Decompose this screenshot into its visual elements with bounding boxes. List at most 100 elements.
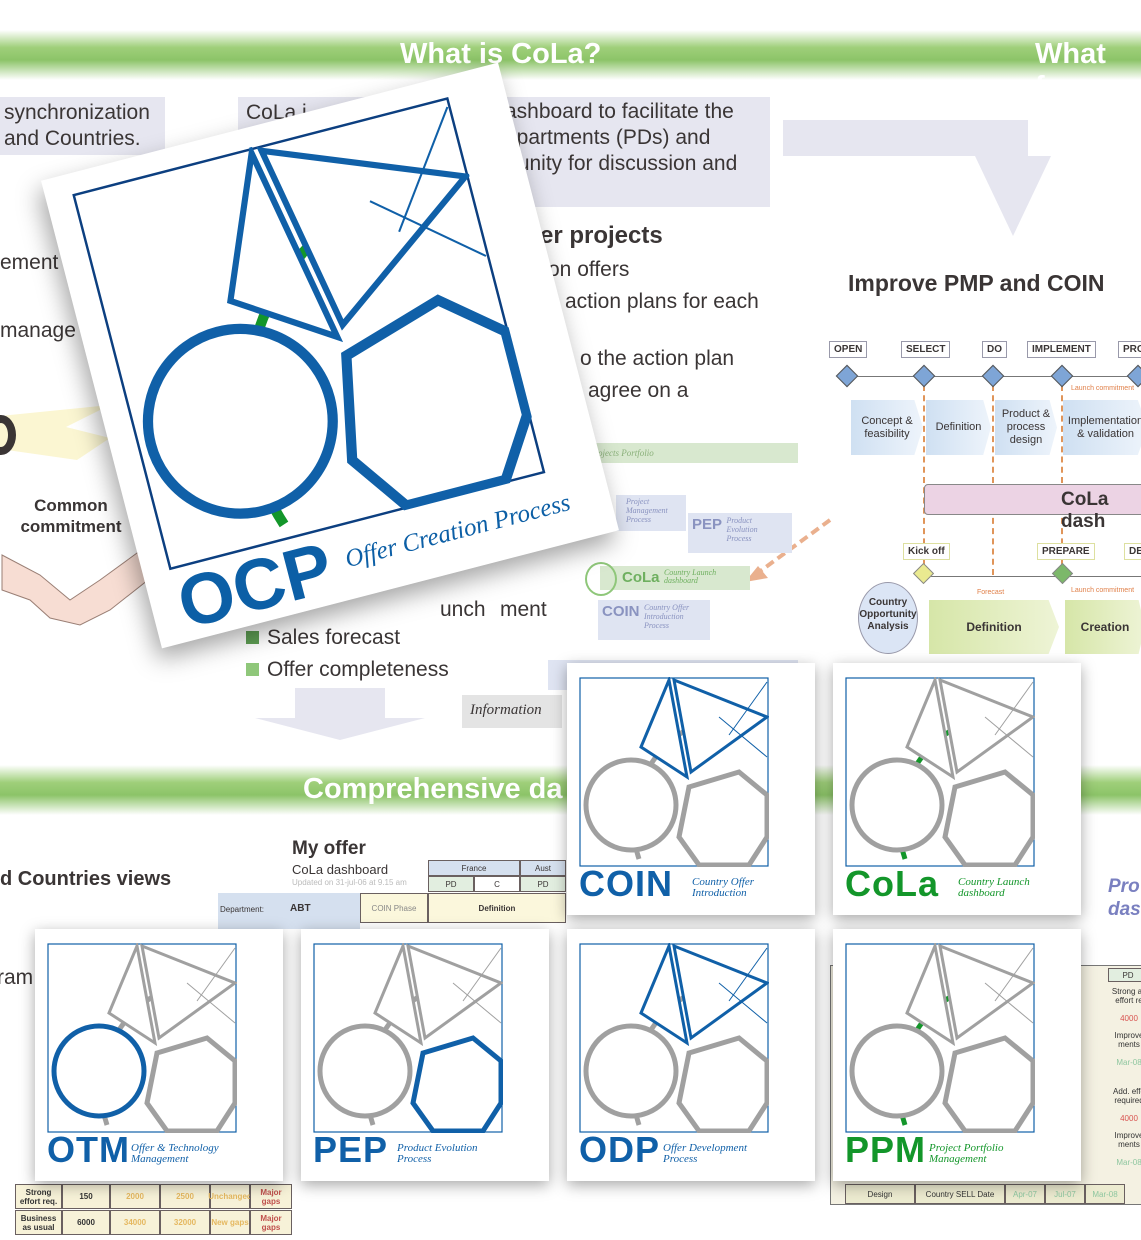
pep-logo: [313, 943, 503, 1133]
gate-diamond-icon: [912, 364, 936, 388]
projects-line: action plans for each: [565, 290, 759, 313]
dashboard-title: My offer: [292, 838, 366, 859]
cola-dashboard-bar: CoLa dash: [924, 484, 1141, 532]
projects-line: agree on a: [588, 379, 689, 402]
table-cell: 34000: [110, 1210, 160, 1235]
cola-title: CoLa: [845, 863, 939, 904]
table-cell: 4000: [1120, 1013, 1138, 1023]
table-cell: Improve ments: [1114, 1031, 1141, 1049]
table-cell: Mar-08: [1085, 1184, 1125, 1204]
table-cell: Add. effo required: [1113, 1087, 1141, 1105]
gate-diamond-icon: [1051, 562, 1074, 585]
col-header: PD: [428, 876, 474, 892]
coin-logo: [579, 677, 769, 867]
ocp-logo: [72, 96, 546, 571]
bullet-partial: unch: [440, 598, 486, 621]
improve-heading: Improve PMP and COIN: [848, 270, 1105, 296]
table-cell: Country SELL Date: [915, 1184, 1005, 1204]
otm-logo: [47, 943, 237, 1133]
otm-title: OTM: [47, 1129, 130, 1170]
fragment-text: ram: [0, 966, 34, 989]
dept-cell: Department:ABT: [218, 893, 360, 929]
ppm-logo: [845, 943, 1035, 1133]
dashed-link: [923, 385, 925, 575]
dashed-link: [992, 385, 994, 575]
projects-line: o the action plan: [580, 347, 735, 370]
left-fragment: ement: [0, 251, 59, 274]
countries-views-heading: d Countries views: [0, 868, 172, 890]
pmp-phase: Concept & feasibility: [851, 400, 923, 455]
pmp-phase: Definition: [926, 400, 991, 455]
coin-gate: DEL: [1124, 543, 1141, 560]
coin-title: COIN: [579, 863, 673, 904]
table-cell: Strong ac effort re: [1111, 987, 1141, 1005]
arrow-shaft: [295, 688, 385, 718]
table-cell: Mar-08: [1116, 1157, 1141, 1167]
phase-value: Definition: [428, 893, 566, 923]
coin-phase: Definition: [929, 600, 1059, 654]
mini-pep: PEP Product Evolution Process: [688, 513, 792, 553]
down-arrow-icon: [255, 718, 425, 740]
mini-cola-circle: [585, 562, 617, 596]
table-cell: Major gaps: [250, 1210, 292, 1235]
dashed-arrow-icon: [745, 518, 832, 582]
gate-diamond-icon: [1050, 364, 1074, 388]
launch-label: Launch commitment: [1071, 385, 1135, 392]
forecast-label: Forecast: [977, 589, 1005, 596]
mini-coin: COIN Country Offer Introduction Process: [598, 600, 710, 640]
country-header: France: [428, 860, 520, 876]
dashboard-updated: Updated on 31-jul-06 at 9.15 am: [292, 878, 407, 887]
gate-4: PRO: [1118, 341, 1141, 358]
common-commitment-label: Common commitment: [20, 496, 122, 536]
odp-title: ODP: [579, 1129, 661, 1170]
launch-label: Launch commitment: [1071, 587, 1135, 594]
table-cell: Strong effort req.: [15, 1184, 62, 1209]
gate-diamond-icon: [912, 562, 935, 585]
gate-0: OPEN: [829, 341, 868, 358]
heading-comprehensive-dashboard: Comprehensive da: [303, 773, 563, 805]
left-fragment: manage: [0, 319, 76, 342]
dashed-link: [1061, 385, 1063, 575]
table-cell: Design: [845, 1184, 915, 1204]
handshake-icon: [1, 544, 149, 626]
col-header: PD: [1108, 968, 1141, 982]
gate-diamond-icon: [981, 364, 1005, 388]
table-cell: Jul-07: [1045, 1184, 1085, 1204]
ppm-title: PPM: [845, 1129, 927, 1170]
col-header: C: [474, 876, 520, 892]
gate-3: IMPLEMENT: [1027, 341, 1096, 358]
odp-logo: [579, 943, 769, 1133]
table-cell: Major gaps: [250, 1184, 292, 1209]
coin-timeline: [925, 576, 1141, 577]
country-opportunity-analysis: Country Opportunity Analysis: [858, 582, 918, 654]
intro-box-left: [0, 97, 165, 155]
coin-gate: Kick off: [903, 543, 950, 560]
pmp-phase: Implementation & validation: [1063, 400, 1141, 455]
ocp-card: OCP Offer Creation Process: [41, 62, 619, 649]
gate-diamond-icon: [835, 364, 859, 388]
table-cell: Apr-07: [1005, 1184, 1045, 1204]
portfolio-bar: ojects Portfolio: [580, 443, 798, 463]
coin-gate: PREPARE: [1037, 543, 1095, 560]
heading-what-is-cola: What is CoLa?: [400, 38, 602, 70]
cola-logo: [845, 677, 1035, 867]
header-band-top: What is CoLa? What fo: [0, 30, 1141, 103]
mini-cola: CoLa Country Launch dashboard: [600, 566, 750, 590]
mini-pmp: Project Management Process: [616, 495, 686, 531]
table-cell: 2000: [110, 1184, 160, 1209]
bullet-partial: ment: [500, 598, 547, 621]
arrow-shaft: [783, 120, 1028, 156]
information-label: Information: [462, 695, 562, 728]
coin-phase: Creation: [1065, 600, 1141, 654]
